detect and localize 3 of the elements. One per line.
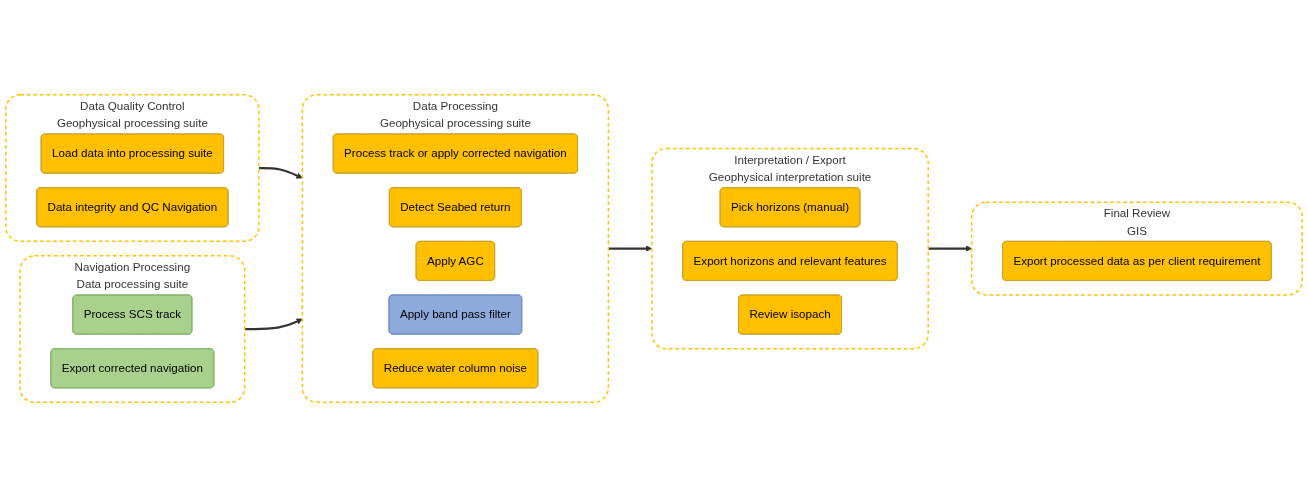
arrow [244,318,303,331]
arrow [928,245,972,252]
arrow [258,166,303,179]
